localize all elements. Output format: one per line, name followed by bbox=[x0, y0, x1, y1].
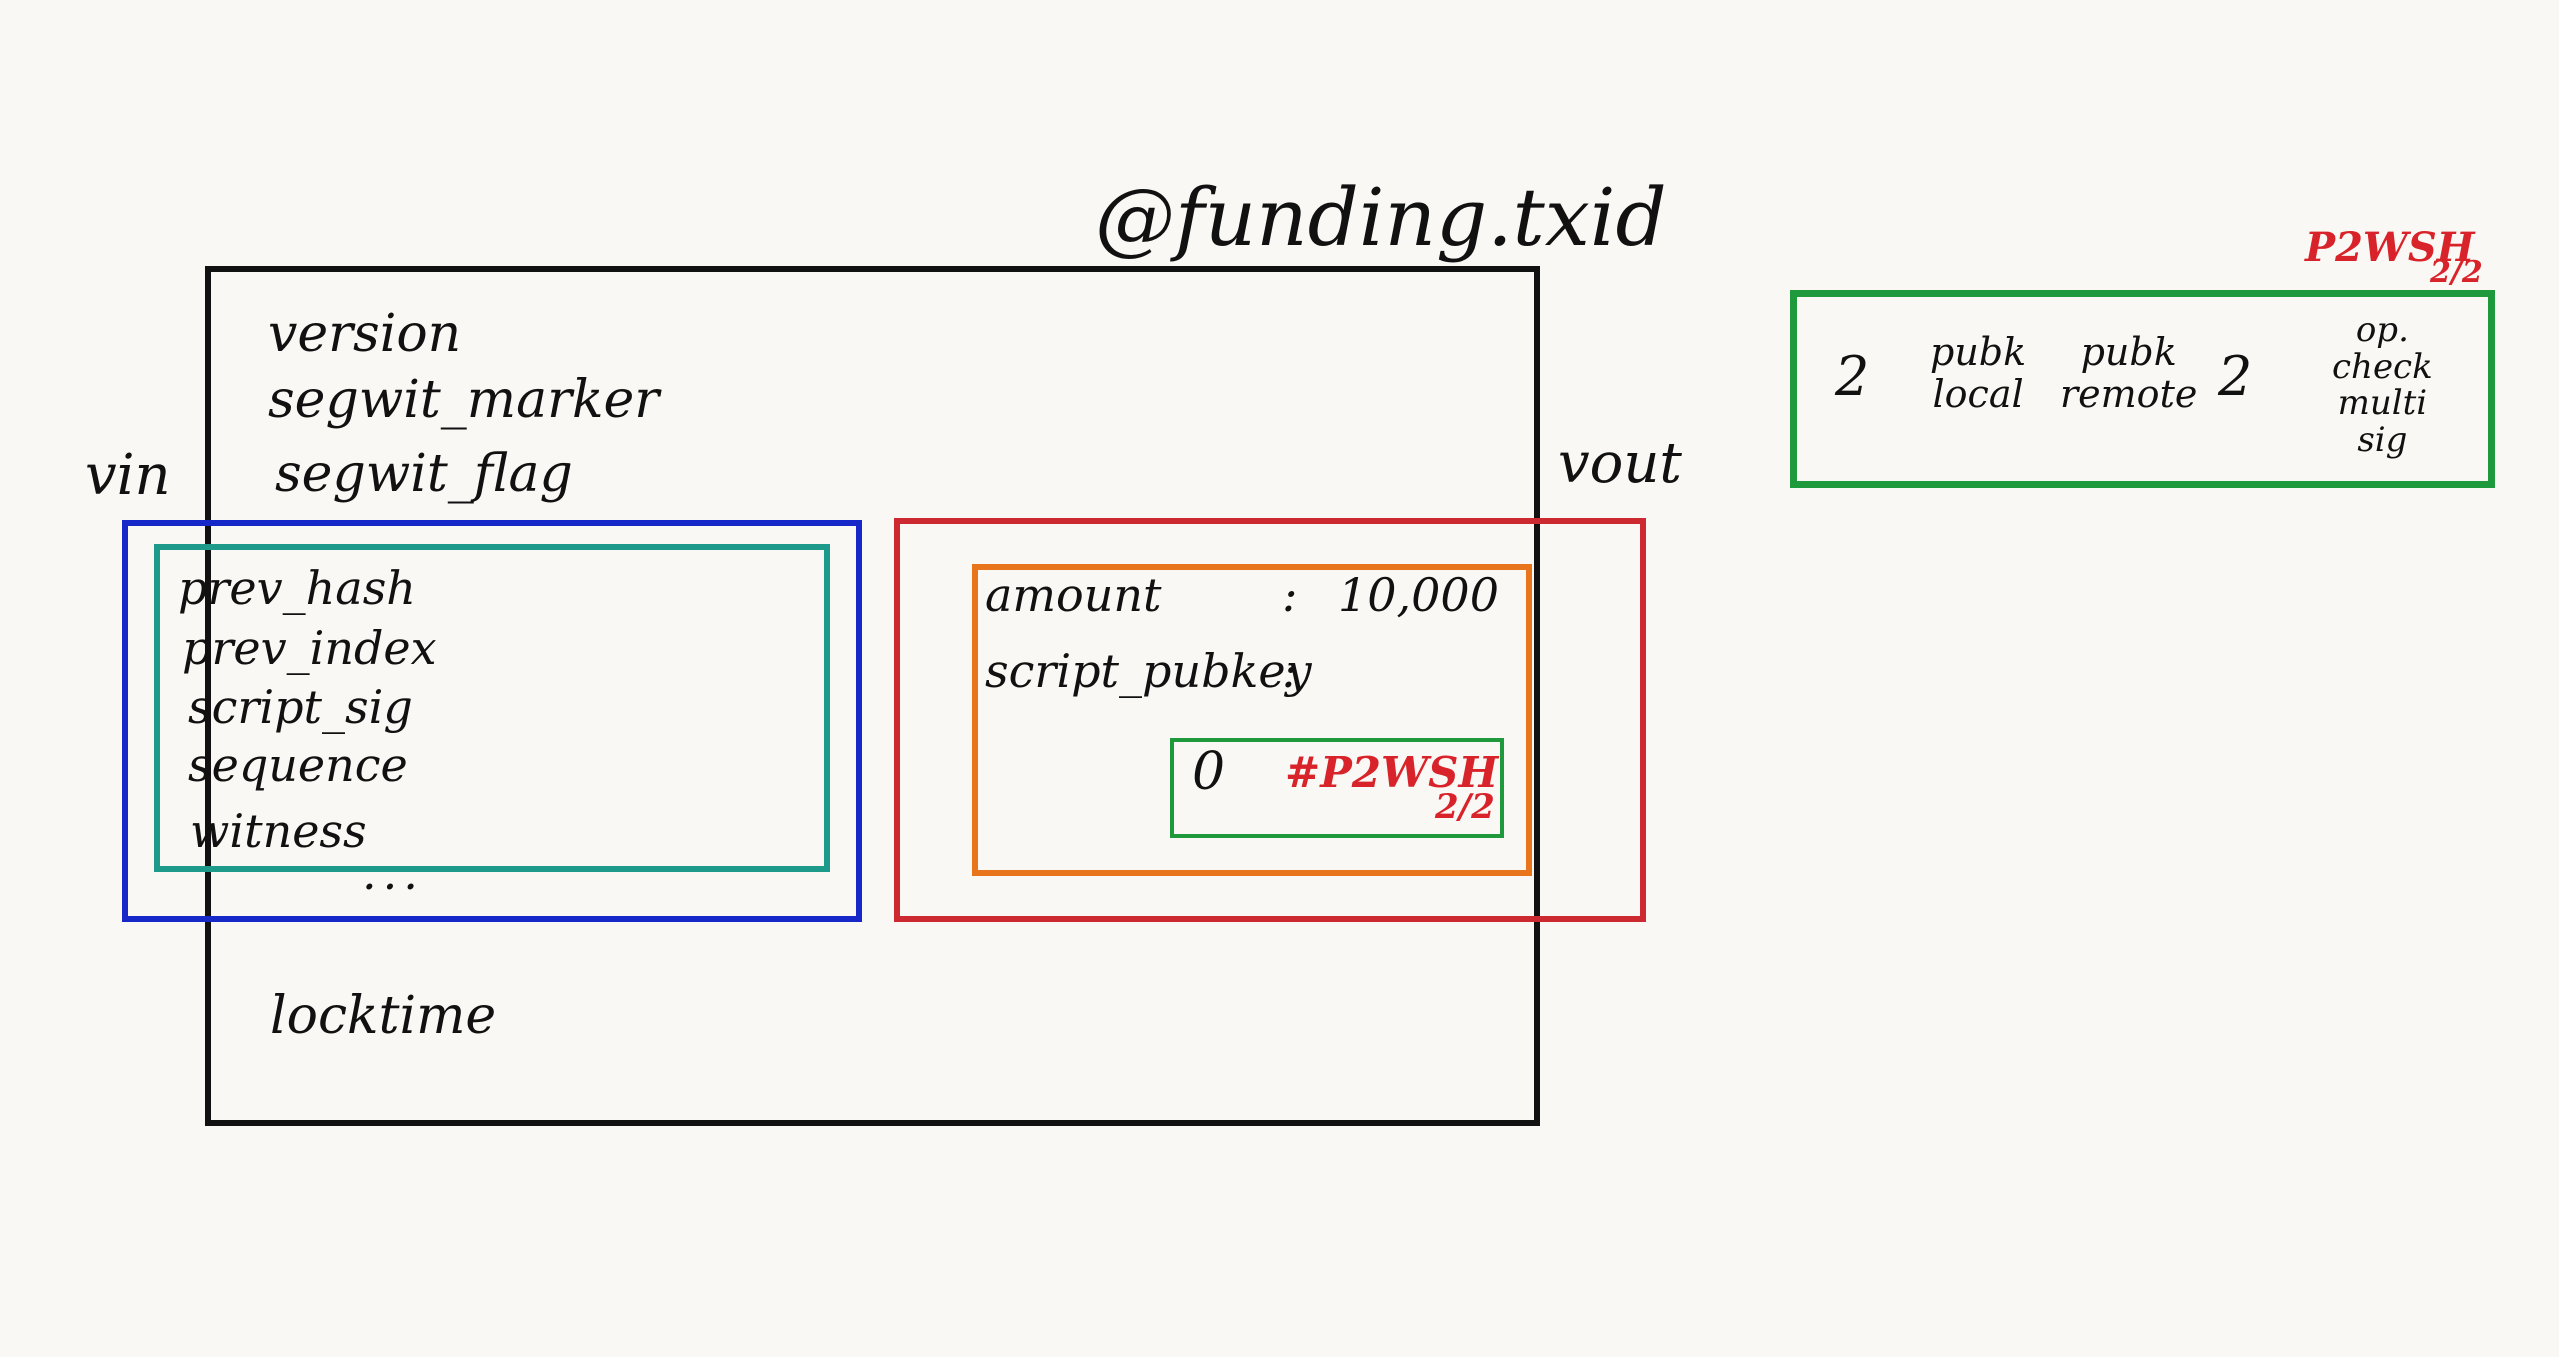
redeem-opcode-line4: sig bbox=[2357, 420, 2408, 461]
input-field-sequence: sequence bbox=[188, 738, 408, 792]
redeem-opcode-line1: op. bbox=[2355, 310, 2409, 350]
input-field-witness: witness bbox=[190, 804, 367, 858]
output-amount-label: amount bbox=[985, 568, 1162, 622]
output-box bbox=[972, 564, 1532, 876]
transaction-frame bbox=[205, 266, 1540, 1126]
input-field-script-sig: script_sig bbox=[188, 680, 413, 734]
redeem-pubkey-remote-line1: pubk bbox=[2080, 330, 2177, 374]
redeem-m: 2 bbox=[1835, 345, 1870, 408]
field-segwit-marker: segwit_marker bbox=[268, 370, 660, 430]
vout-box bbox=[894, 518, 1646, 922]
redeem-script-tag-subscript: 2/2 bbox=[2430, 255, 2483, 290]
output-amount-value: 10,000 bbox=[1338, 568, 1499, 622]
redeem-pubkey-remote-line2: remote bbox=[2060, 371, 2198, 416]
input-ellipsis: ... bbox=[362, 846, 424, 900]
redeem-n: 2 bbox=[2218, 345, 2253, 408]
output-script-pubkey-label: script_pubkey bbox=[985, 644, 1312, 698]
txid-label: @funding.txid bbox=[1095, 171, 1667, 264]
redeem-opcode: op. check multi sig bbox=[2332, 312, 2433, 459]
field-segwit-flag: segwit_flag bbox=[275, 444, 573, 504]
input-field-prev-hash: prev_hash bbox=[178, 561, 416, 615]
script-hash-label: #P2WSH bbox=[1285, 748, 1499, 797]
redeem-pubkey-local-line1: pubk bbox=[1930, 330, 2027, 374]
vin-box bbox=[122, 520, 862, 922]
redeem-script-tag: P2WSH bbox=[2305, 224, 2475, 271]
script-pubkey-box bbox=[1170, 738, 1504, 838]
redeem-script-box bbox=[1790, 290, 2495, 488]
redeem-pubkey-local-line2: local bbox=[1932, 371, 2024, 416]
field-version: version bbox=[268, 304, 462, 364]
redeem-opcode-line2: check bbox=[2332, 346, 2433, 387]
input-box bbox=[154, 544, 830, 872]
output-amount-colon: : bbox=[1282, 568, 1298, 622]
vin-label: vin bbox=[85, 443, 171, 508]
redeem-pubkey-remote: pubk remote bbox=[2060, 330, 2198, 416]
script-version: 0 bbox=[1192, 742, 1226, 802]
vout-label: vout bbox=[1558, 431, 1682, 496]
redeem-pubkey-local: pubk local bbox=[1930, 330, 2027, 416]
output-script-pubkey-colon: : bbox=[1282, 644, 1298, 698]
redeem-opcode-line3: multi bbox=[2337, 383, 2428, 424]
field-locktime: locktime bbox=[270, 986, 497, 1046]
script-hash-subscript: 2/2 bbox=[1435, 787, 1495, 827]
input-field-prev-index: prev_index bbox=[182, 621, 437, 675]
